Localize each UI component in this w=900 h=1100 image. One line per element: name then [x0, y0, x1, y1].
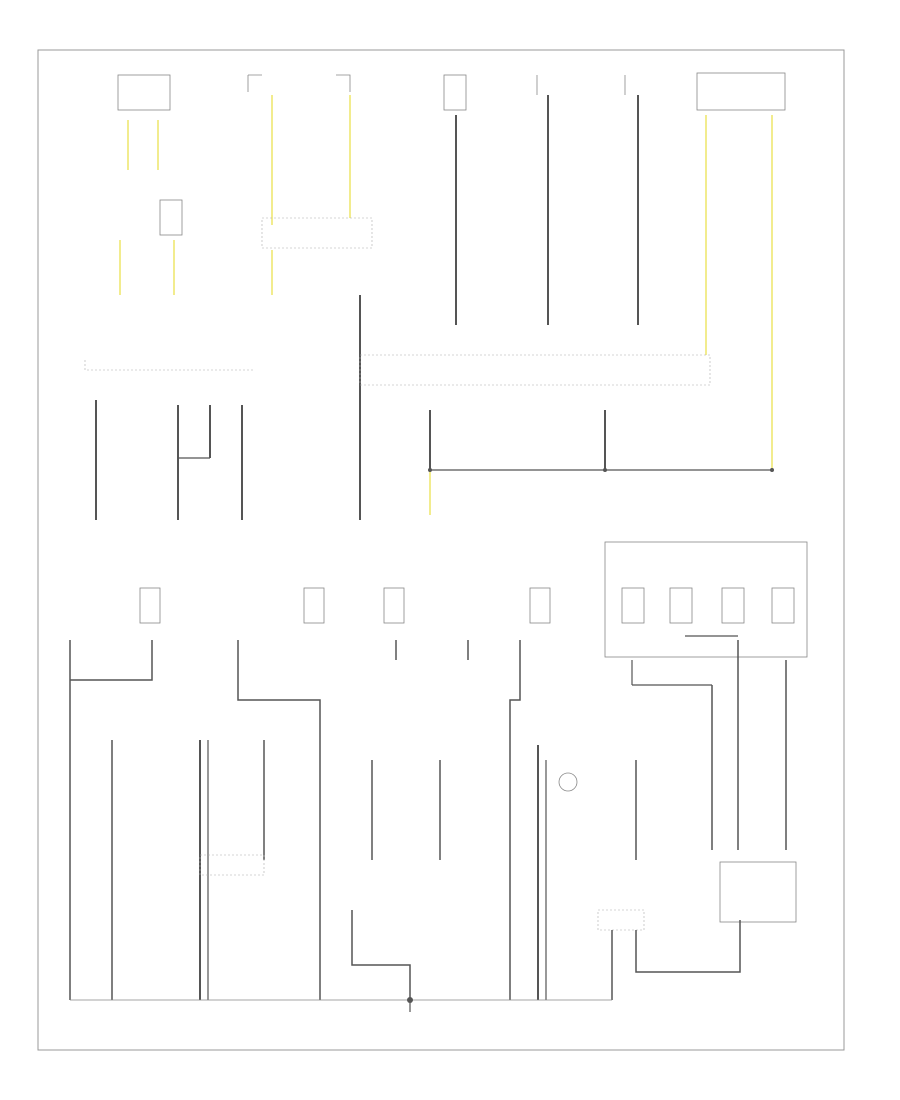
top-module-a — [247, 74, 373, 295]
lower-mid-components — [111, 740, 637, 1000]
top-left-component — [117, 74, 171, 170]
ground-bus — [70, 997, 612, 1012]
fuse-box — [604, 541, 808, 658]
splice-harness-mid — [359, 295, 774, 520]
diagram-frame — [37, 49, 845, 1051]
mid-left-component — [119, 199, 183, 295]
top-right-wires — [443, 72, 786, 470]
lower-right-components — [597, 640, 797, 1000]
mid-left-wires — [84, 360, 255, 520]
lower-left-components — [69, 587, 551, 1000]
